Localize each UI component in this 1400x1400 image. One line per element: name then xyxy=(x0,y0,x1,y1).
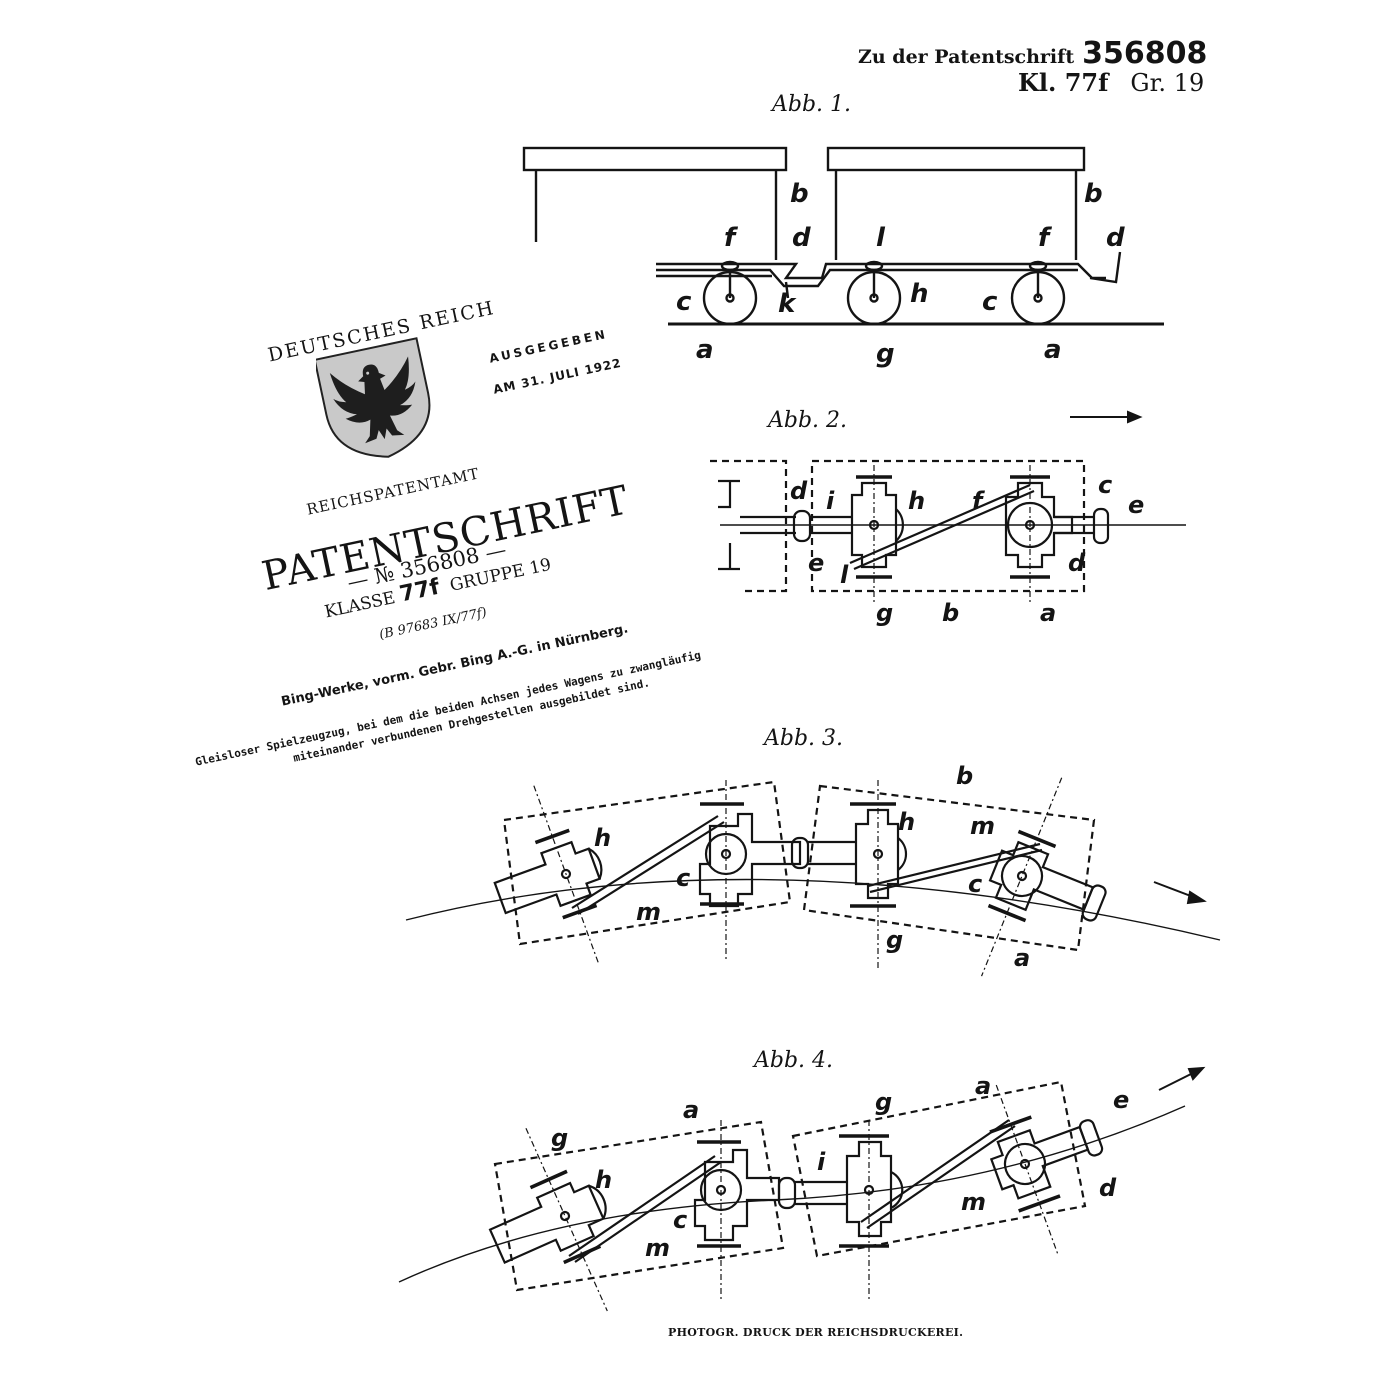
label-g: g xyxy=(876,339,895,369)
patent-number: 356808 xyxy=(1082,36,1208,71)
figure-1-drawing: b b f d l f d c k h c a g a xyxy=(522,146,1164,369)
figure-2-title: Abb. 2. xyxy=(768,408,848,433)
patent-reference-header: Zu der Patentschrift 356808 xyxy=(858,36,1207,71)
eagle-coat-of-arms xyxy=(316,337,431,458)
label-c-2: c xyxy=(982,287,998,317)
label-d-car1: d xyxy=(792,223,811,253)
class-prefix: KLASSE xyxy=(322,588,398,623)
car-1-outline xyxy=(710,459,788,593)
label-a-1: a xyxy=(696,335,714,365)
patent-class: Kl. 77f xyxy=(1018,68,1109,97)
fig2-label-i: i xyxy=(826,487,835,515)
fig2-label-e-left: e xyxy=(808,549,824,577)
car-1-outline xyxy=(493,1120,785,1292)
fig3-label-g: g xyxy=(886,926,903,954)
fig2-label-l: l xyxy=(840,561,849,589)
figure-2-drawing: d i h f c e e l d g b a xyxy=(710,410,1186,627)
label-d-car2: d xyxy=(1106,223,1125,253)
car-2-outline xyxy=(802,784,1096,952)
figure-3-title: Abb. 3. xyxy=(764,726,844,751)
label-a-2: a xyxy=(1044,335,1062,365)
car-1-roof xyxy=(522,146,788,172)
printer-imprint: PHOTOGR. DRUCK DER REICHSDRUCKEREI. xyxy=(668,1326,964,1339)
label-f-car1: f xyxy=(724,223,739,253)
fig2-label-d-left: d xyxy=(790,477,808,505)
figure-4-drawing: g h a c m i g a m e d xyxy=(398,1066,1206,1312)
fig2-label-f: f xyxy=(972,487,985,515)
fig3-label-m-2: m xyxy=(970,812,995,840)
fig4-label-g-2: g xyxy=(875,1088,892,1116)
file-reference: (B 97683 IX/77f) xyxy=(378,605,489,643)
car-1-outline xyxy=(502,780,792,946)
figure-4-title: Abb. 4. xyxy=(754,1048,834,1073)
fig2-label-g: g xyxy=(876,599,893,627)
fig4-label-e: e xyxy=(1113,1086,1129,1114)
fig2-label-b: b xyxy=(942,599,959,627)
patent-office: REICHSPATENTAMT xyxy=(305,464,482,519)
label-k: k xyxy=(778,289,797,319)
fig3-label-h-1: h xyxy=(594,824,611,852)
fig4-label-m-2: m xyxy=(961,1188,986,1216)
fig4-label-a-2: a xyxy=(975,1072,991,1100)
fig3-label-a: a xyxy=(1014,944,1030,972)
fig2-label-d-right: d xyxy=(1068,549,1086,577)
fig4-label-m-1: m xyxy=(645,1234,670,1262)
fig2-label-c: c xyxy=(1098,471,1112,499)
label-b-car2: b xyxy=(1084,179,1103,209)
car-2-outline xyxy=(791,1080,1087,1258)
fig2-label-h: h xyxy=(908,487,925,515)
car-2-outline xyxy=(810,459,1086,593)
label-f-car2: f xyxy=(1038,223,1053,253)
figure-3-drawing: h c m b h m c g a xyxy=(405,762,1221,977)
car-2-roof xyxy=(826,146,1086,172)
fig2-label-a: a xyxy=(1040,599,1056,627)
patent-group: Gr. 19 xyxy=(1130,69,1205,97)
fig3-label-b: b xyxy=(956,762,973,790)
label-h: h xyxy=(910,279,929,309)
fig4-label-g-1: g xyxy=(551,1124,568,1152)
fig3-label-c-1: c xyxy=(676,864,690,892)
header-prefix: Zu der Patentschrift xyxy=(858,46,1075,68)
fig3-label-c-2: c xyxy=(968,870,982,898)
fig3-label-m-1: m xyxy=(636,898,661,926)
figure-1-title: Abb. 1. xyxy=(772,92,852,117)
fig4-label-c: c xyxy=(673,1206,687,1234)
fig4-label-a-1: a xyxy=(683,1096,699,1124)
fig4-label-h: h xyxy=(595,1166,612,1194)
label-c-1: c xyxy=(676,287,692,317)
fig3-label-h-2: h xyxy=(898,808,915,836)
class-group-header: Kl. 77f Gr. 19 xyxy=(1018,68,1204,97)
fig4-label-i: i xyxy=(817,1148,826,1176)
fig4-label-d: d xyxy=(1099,1174,1117,1202)
fig2-label-e-right: e xyxy=(1128,491,1144,519)
label-b-car1: b xyxy=(790,179,809,209)
label-l: l xyxy=(876,223,886,253)
